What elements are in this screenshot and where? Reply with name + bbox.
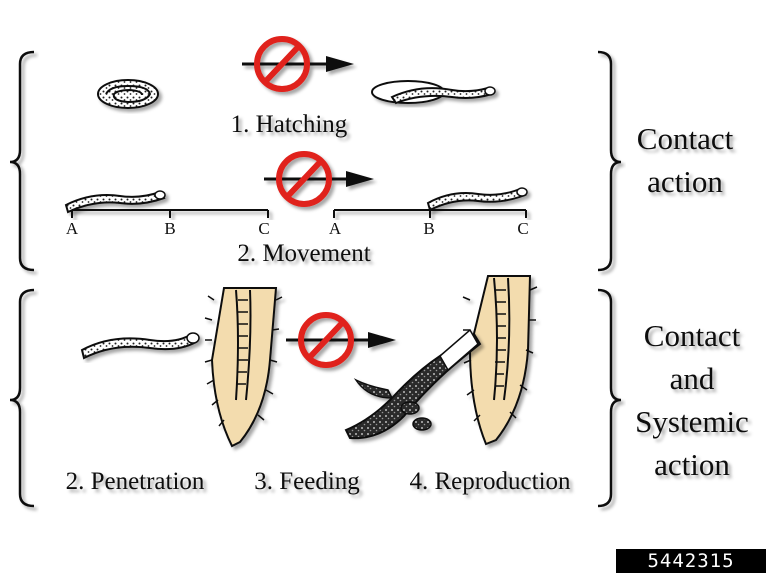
juvenile-after-move — [426, 187, 528, 212]
nematode-egg — [97, 79, 159, 109]
brace-right-bottom — [597, 288, 622, 508]
blocked-arrow-hatching — [242, 36, 354, 92]
root-tip-infected — [462, 275, 538, 446]
contact-line-1: Contact — [637, 121, 734, 156]
root-tip-healthy — [204, 287, 283, 448]
label-movement: 2. Movement — [237, 240, 370, 267]
systemic-line-4: action — [654, 447, 730, 482]
systemic-line-1: Contact — [644, 318, 741, 353]
blocked-arrow-feeding — [286, 312, 396, 368]
scale-right-b: B — [423, 219, 434, 238]
scale-bar-right — [333, 209, 527, 218]
blocked-arrow-movement — [264, 151, 374, 207]
label-feeding: 3. Feeding — [254, 468, 360, 495]
scale-bar-left — [71, 209, 269, 218]
scale-left-c: C — [258, 219, 269, 238]
hatching-juvenile — [371, 80, 496, 105]
scale-right-c: C — [517, 219, 528, 238]
systemic-line-3: Systemic — [635, 404, 749, 439]
label-hatching: 1. Hatching — [231, 111, 348, 138]
brace-left-bottom — [9, 288, 35, 508]
contact-action-label: Contact action — [637, 121, 734, 199]
image-id-badge: 5442315 — [616, 549, 766, 573]
label-penetration: 2. Penetration — [66, 468, 205, 495]
brace-left-top — [9, 50, 35, 272]
scale-left-a: A — [66, 219, 79, 238]
brace-right-top — [597, 50, 622, 272]
contact-line-2: action — [647, 164, 723, 199]
juvenile-approaching-root — [80, 332, 200, 360]
scale-left-b: B — [164, 219, 175, 238]
juvenile-before-move — [64, 190, 166, 214]
label-reproduction: 4. Reproduction — [409, 468, 571, 495]
female-nematode-reproducing — [344, 328, 482, 440]
systemic-line-2: and — [670, 361, 715, 396]
scale-right-a: A — [329, 219, 342, 238]
systemic-action-label: Contact and Systemic action — [635, 318, 749, 482]
